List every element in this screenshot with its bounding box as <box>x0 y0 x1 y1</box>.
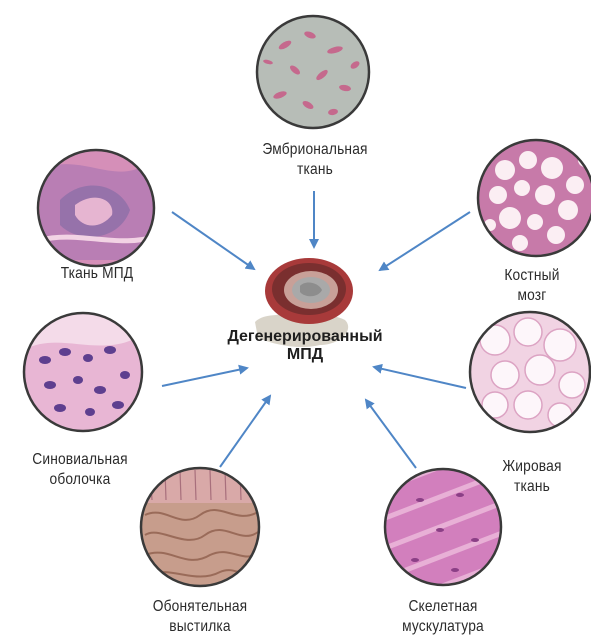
bone-marrow-image <box>478 140 591 256</box>
center-label-line2: МПД <box>205 346 405 364</box>
arrow-synovium <box>162 368 247 386</box>
synovium-image <box>24 300 142 431</box>
label-adipose: Жировая ткань <box>486 457 579 497</box>
arrow-olfactory <box>220 396 270 467</box>
label-muscle: Скелетная мускулатура <box>373 597 512 637</box>
label-marrow: Костный мозг <box>489 266 575 306</box>
embryonic-tissue-image <box>257 16 369 128</box>
center-label-line1: Дегенерированный <box>205 328 405 346</box>
label-embryonic: Эмбриональная ткань <box>229 140 401 180</box>
label-olfactory: Обонятельная выстилка <box>123 597 278 637</box>
arrow-marrow <box>380 212 470 270</box>
arrow-muscle <box>366 400 416 468</box>
disc-tissue-image <box>38 150 160 266</box>
label-synovium: Синовиальная оболочка <box>11 450 149 490</box>
label-disc: Ткань МПД <box>33 264 162 284</box>
adipose-image <box>470 312 590 432</box>
arrow-adipose <box>374 367 466 388</box>
arrow-disc <box>172 212 254 269</box>
olfactory-lining-image <box>140 468 260 586</box>
center-label: Дегенерированный МПД <box>205 328 405 364</box>
